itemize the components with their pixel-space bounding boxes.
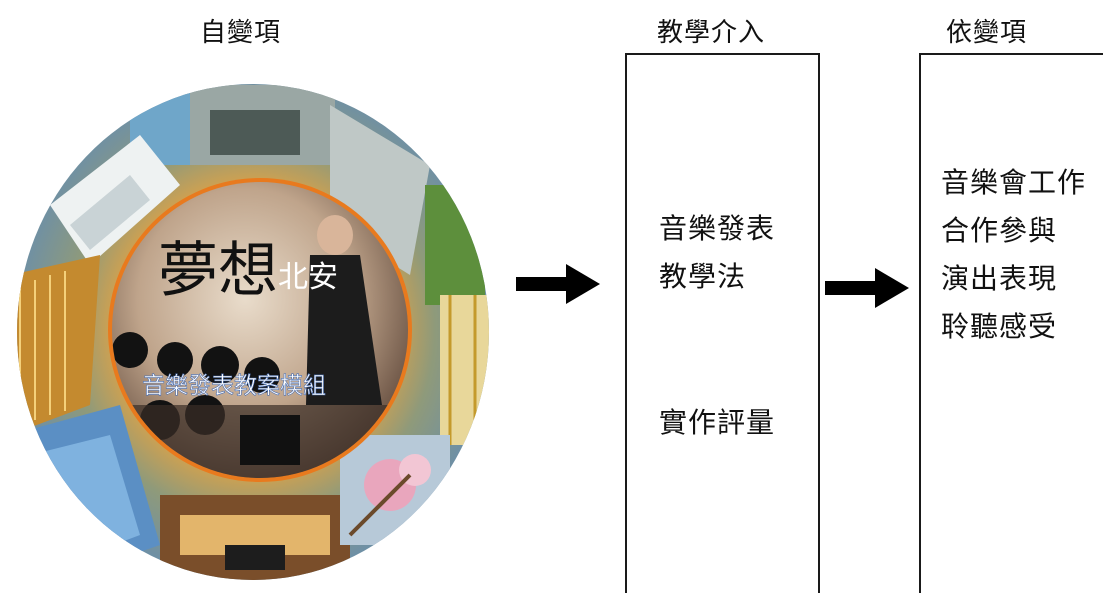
dependent-line: 演出表現 — [941, 262, 1058, 295]
independent-variable-heading: 自變項 — [200, 18, 282, 48]
dependent-line: 音樂會工作 — [941, 166, 1087, 199]
dependent-line: 合作參與 — [941, 214, 1058, 247]
collage-subtitle: 音樂發表教案模組 — [142, 373, 326, 399]
intervention-bottom-text: 實作評量 — [659, 399, 775, 447]
intervention-heading: 教學介入 — [657, 18, 766, 48]
intervention-top-text: 音樂發表 教學法 — [659, 205, 775, 301]
intervention-panel: 音樂發表 教學法 實作評量 — [625, 53, 820, 593]
orchestra-photo — [112, 182, 408, 478]
intervention-line: 教學法 — [659, 260, 747, 293]
dependent-line: 聆聽感受 — [941, 310, 1058, 343]
dependent-variable-panel: 音樂會工作 合作參與 演出表現 聆聽感受 — [919, 53, 1103, 593]
arrow-right-icon — [516, 264, 600, 304]
intervention-line: 實作評量 — [659, 406, 776, 439]
collage-title-small: 北安 — [278, 260, 338, 295]
dependent-variable-heading: 依變項 — [946, 18, 1028, 48]
collage-title-large: 夢想 — [158, 236, 278, 306]
dream-beian-collage: 夢想 北安 音樂發表教案模組 — [17, 84, 489, 580]
intervention-line: 音樂發表 — [659, 212, 776, 245]
dependent-variable-text: 音樂會工作 合作參與 演出表現 聆聽感受 — [941, 159, 1086, 351]
arrow-right-icon — [825, 268, 909, 308]
